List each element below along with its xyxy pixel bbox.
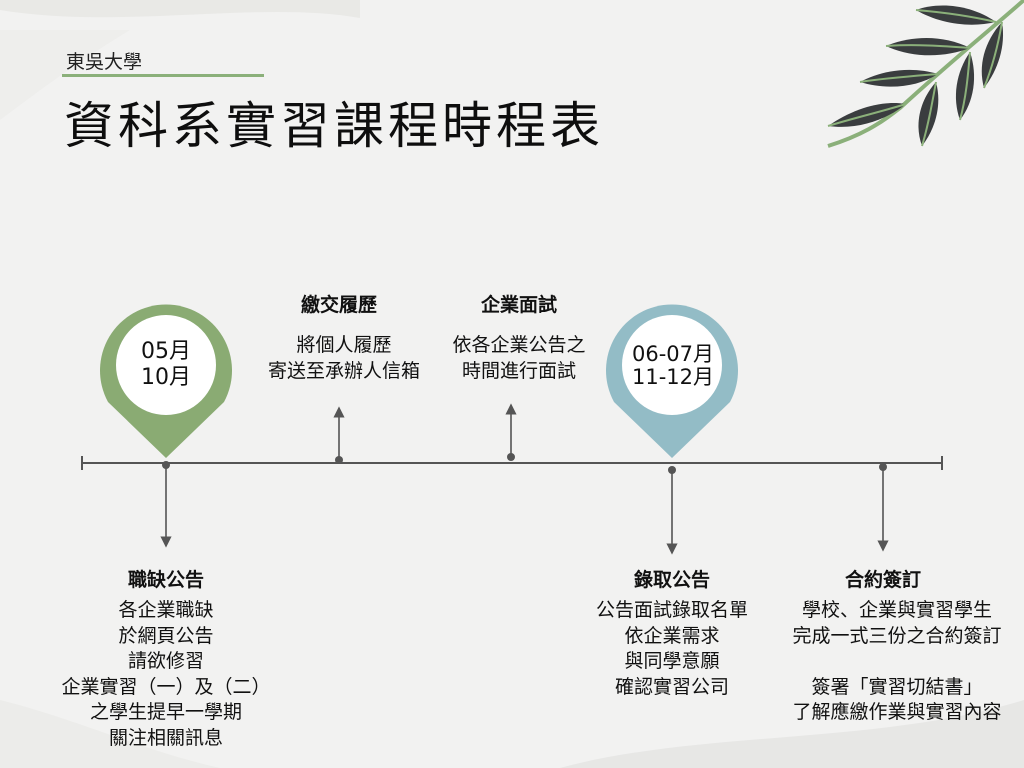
pin-green-text: 05月 10月 bbox=[141, 339, 191, 390]
event-desc-interview: 依各企業公告之 時間進行面試 bbox=[452, 334, 586, 382]
connector-up-2 bbox=[333, 406, 345, 464]
connector-down-1 bbox=[160, 461, 172, 548]
pin-blue-marker bbox=[606, 304, 738, 458]
event-title-interview: 企業面試 bbox=[480, 294, 558, 316]
connector-down-4 bbox=[666, 466, 678, 555]
event-desc-admission: 公告面試錄取名單 依企業需求 與同學意願 確認實習公司 bbox=[595, 599, 749, 698]
page-title: 資科系實習課程時程表 bbox=[64, 97, 604, 155]
organization-name: 東吳大學 bbox=[66, 51, 143, 73]
connector-up-3 bbox=[505, 403, 517, 461]
event-desc-job-posting: 各企業職缺 於網頁公告 請欲修習 企業實習（一）及（二） 之學生提早一學期 關注… bbox=[61, 599, 271, 749]
event-title-admission: 錄取公告 bbox=[633, 569, 711, 591]
event-title-contract: 合約簽訂 bbox=[844, 569, 922, 591]
connector-down-5 bbox=[877, 463, 889, 552]
event-title-resume: 繳交履歷 bbox=[300, 294, 378, 316]
pin-green-marker bbox=[100, 304, 232, 458]
event-title-job-posting: 職缺公告 bbox=[127, 569, 205, 591]
event-desc-resume: 將個人履歷 寄送至承辦人信箱 bbox=[267, 334, 421, 382]
event-desc-contract: 學校、企業與實習學生 完成一式三份之合約簽訂 簽署「實習切結書」 了解應繳作業與… bbox=[792, 599, 1002, 723]
leaf-branch-decoration bbox=[827, 0, 1024, 148]
pin-blue-text: 06-07月 11-12月 bbox=[631, 342, 715, 389]
title-underline bbox=[62, 74, 264, 77]
